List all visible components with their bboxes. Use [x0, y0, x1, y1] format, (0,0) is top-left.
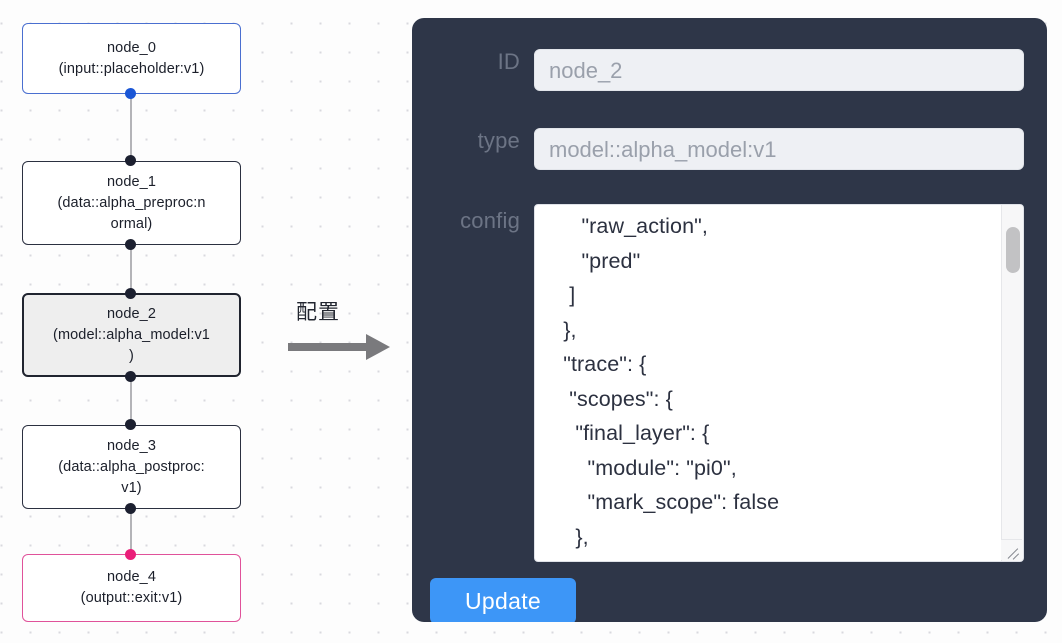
annotation-group: 配置 — [288, 296, 398, 366]
node-handle-node_2-target[interactable] — [125, 288, 136, 299]
update-button[interactable]: Update — [430, 578, 576, 622]
field-row-id: ID node_2 — [428, 49, 1024, 91]
node-handle-node_2-source[interactable] — [125, 371, 136, 382]
field-row-type: type model::alpha_model:v1 — [428, 128, 1024, 170]
graph-node-node_4[interactable]: node_4(output::exit:v1) — [22, 554, 241, 622]
graph-node-label: node_4(output::exit:v1) — [80, 569, 183, 606]
field-row-config: config "raw_action", "pred" ] }, "trace"… — [428, 204, 1024, 562]
config-label: config — [460, 208, 520, 233]
edge-node2-node3 — [130, 372, 132, 430]
graph-node-node_0[interactable]: node_0(input::placeholder:v1) — [22, 23, 241, 94]
graph-node-label: node_3(data::alpha_postproc:v1) — [58, 437, 205, 496]
resize-grip-icon[interactable] — [1001, 539, 1022, 560]
edge-node1-node2 — [130, 240, 132, 300]
graph-node-node_2[interactable]: node_2(model::alpha_model:v1) — [22, 293, 241, 377]
graph-node-node_3[interactable]: node_3(data::alpha_postproc:v1) — [22, 425, 241, 509]
type-label: type — [477, 128, 520, 153]
config-textarea[interactable]: "raw_action", "pred" ] }, "trace": { "sc… — [534, 204, 1024, 562]
node-handle-node_1-source[interactable] — [125, 239, 136, 250]
graph-node-label: node_0(input::placeholder:v1) — [58, 39, 205, 77]
annotation-label: 配置 — [296, 300, 340, 324]
edge-node3-node4 — [130, 508, 132, 556]
node-handle-node_1-target[interactable] — [125, 155, 136, 166]
node-handle-node_0-source[interactable] — [125, 88, 136, 99]
config-scrollbar-thumb[interactable] — [1006, 227, 1020, 273]
type-input[interactable]: model::alpha_model:v1 — [534, 128, 1024, 170]
graph-node-label: node_2(model::alpha_model:v1) — [53, 305, 210, 364]
node-handle-node_3-source[interactable] — [125, 503, 136, 514]
arrow-right-icon — [288, 334, 390, 360]
config-scrollbar[interactable] — [1001, 205, 1023, 561]
config-textarea-value[interactable]: "raw_action", "pred" ] }, "trace": { "sc… — [563, 214, 780, 561]
edge-node0-node1 — [130, 92, 132, 162]
id-input[interactable]: node_2 — [534, 49, 1024, 91]
node-handle-node_4-target[interactable] — [125, 549, 136, 560]
config-panel: ID node_2 type model::alpha_model:v1 con… — [412, 18, 1047, 622]
id-label: ID — [497, 49, 520, 74]
node-handle-node_3-target[interactable] — [125, 419, 136, 430]
